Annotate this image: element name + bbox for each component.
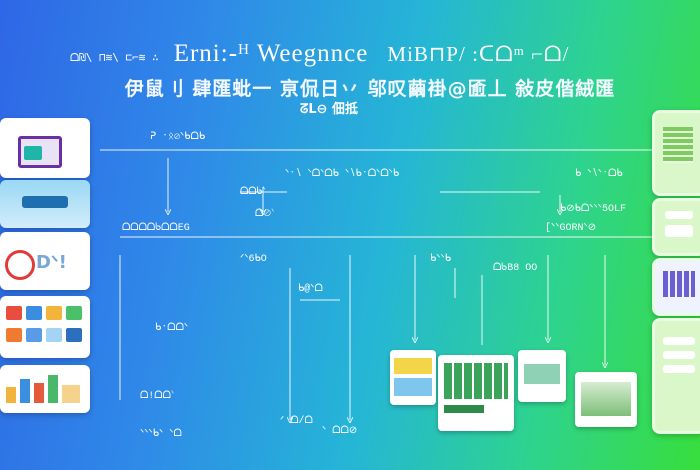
node-label-a: ᐟᐠ6ᑲO [240, 254, 267, 265]
phone-1[interactable] [652, 110, 700, 196]
bottom-label-a: ᐟ ᗝ/ᗝ [280, 416, 313, 427]
node-label-b: ᑲ@ᐠᗝ [298, 284, 323, 295]
node-label-c: ᑲᐠᐠᑲ [430, 254, 452, 265]
node-label-d: ᑲ᛫ᗝᗝᐠ [155, 323, 189, 334]
thumb-2[interactable] [438, 355, 514, 431]
header-subtitle-small: ᘔᒪ⊖ 佃抵 [300, 102, 358, 117]
card-gradient[interactable] [0, 180, 90, 228]
card-monitor[interactable] [0, 118, 90, 178]
header-subtitle: 伊鼠刂 肆匯蚍一 亰侃日丷 邬叹繭褂@匬丄 敍皮偕絨匯 [124, 78, 616, 100]
bottom-label-c: ᐠᐠᐠᑲᐠ ᐠᗝ [140, 429, 182, 440]
label-sel1: ᗝᗝᑲᐠ [240, 187, 266, 198]
label-right-code-a: ᑲ⊘ᑲᗝᐠᐠᐠ5OLF [560, 204, 626, 215]
label-top-center: ᕈ ᛫ᛟ⊘ᐠᑲᗝᑲ [150, 132, 206, 143]
phone-2[interactable] [652, 198, 700, 256]
thumb-3[interactable] [518, 350, 566, 402]
label-row2-mid: ᐠ᛫∖ ᐠᗝᐠᗝᑲ ᐠ∖ᑲ᛫ᗝᐠᗝᐠᑲ [285, 169, 400, 180]
card-grid[interactable] [0, 296, 90, 358]
node-label-f: ᗝ!ᗝᗝᐠ [140, 391, 175, 402]
label-row2-right: ᑲ ᐠ∖ᐠ᛫ᗝᑲ [575, 169, 623, 180]
bottom-label-b: ᐠ ᗝᗝ⊘ [322, 426, 358, 437]
header-title-row: ᗝ₪\ ⊓≋\ ⊏⌐≋ ∴ Erni:-ᴴ Weegnnce MiB⊓P/ :ᑕ… [70, 40, 670, 67]
card-bolt-text: Dᐠ! [36, 252, 67, 273]
header-small-left: ᗝ₪\ ⊓≋\ ⊏⌐≋ ∴ [70, 51, 159, 64]
thumb-1[interactable] [390, 350, 436, 405]
thumb-4[interactable] [575, 372, 637, 427]
header-title-right: MiB⊓P/ :ᑕᗝᵐ ⌐ᗝ/ [387, 42, 570, 66]
node-label-e: ᗝᑲB8 OO [493, 263, 538, 274]
label-right-code-b: [ᐠᐠGORNᐠ⊘ [545, 223, 597, 234]
header-title-main: Erni:-ᴴ Weegnnce [173, 40, 369, 67]
card-bolt[interactable]: Dᐠ! [0, 232, 90, 290]
label-left-code: ᗝᗝᗝᗝᑲᗝᗝEG [122, 223, 190, 234]
bolt-icon [5, 250, 35, 280]
phone-3[interactable] [652, 258, 700, 316]
phone-4[interactable] [652, 318, 700, 434]
label-sel2: ᗝ⊘ᐠ [255, 209, 275, 220]
panel-bar [22, 196, 68, 208]
card-chart[interactable] [0, 365, 90, 413]
